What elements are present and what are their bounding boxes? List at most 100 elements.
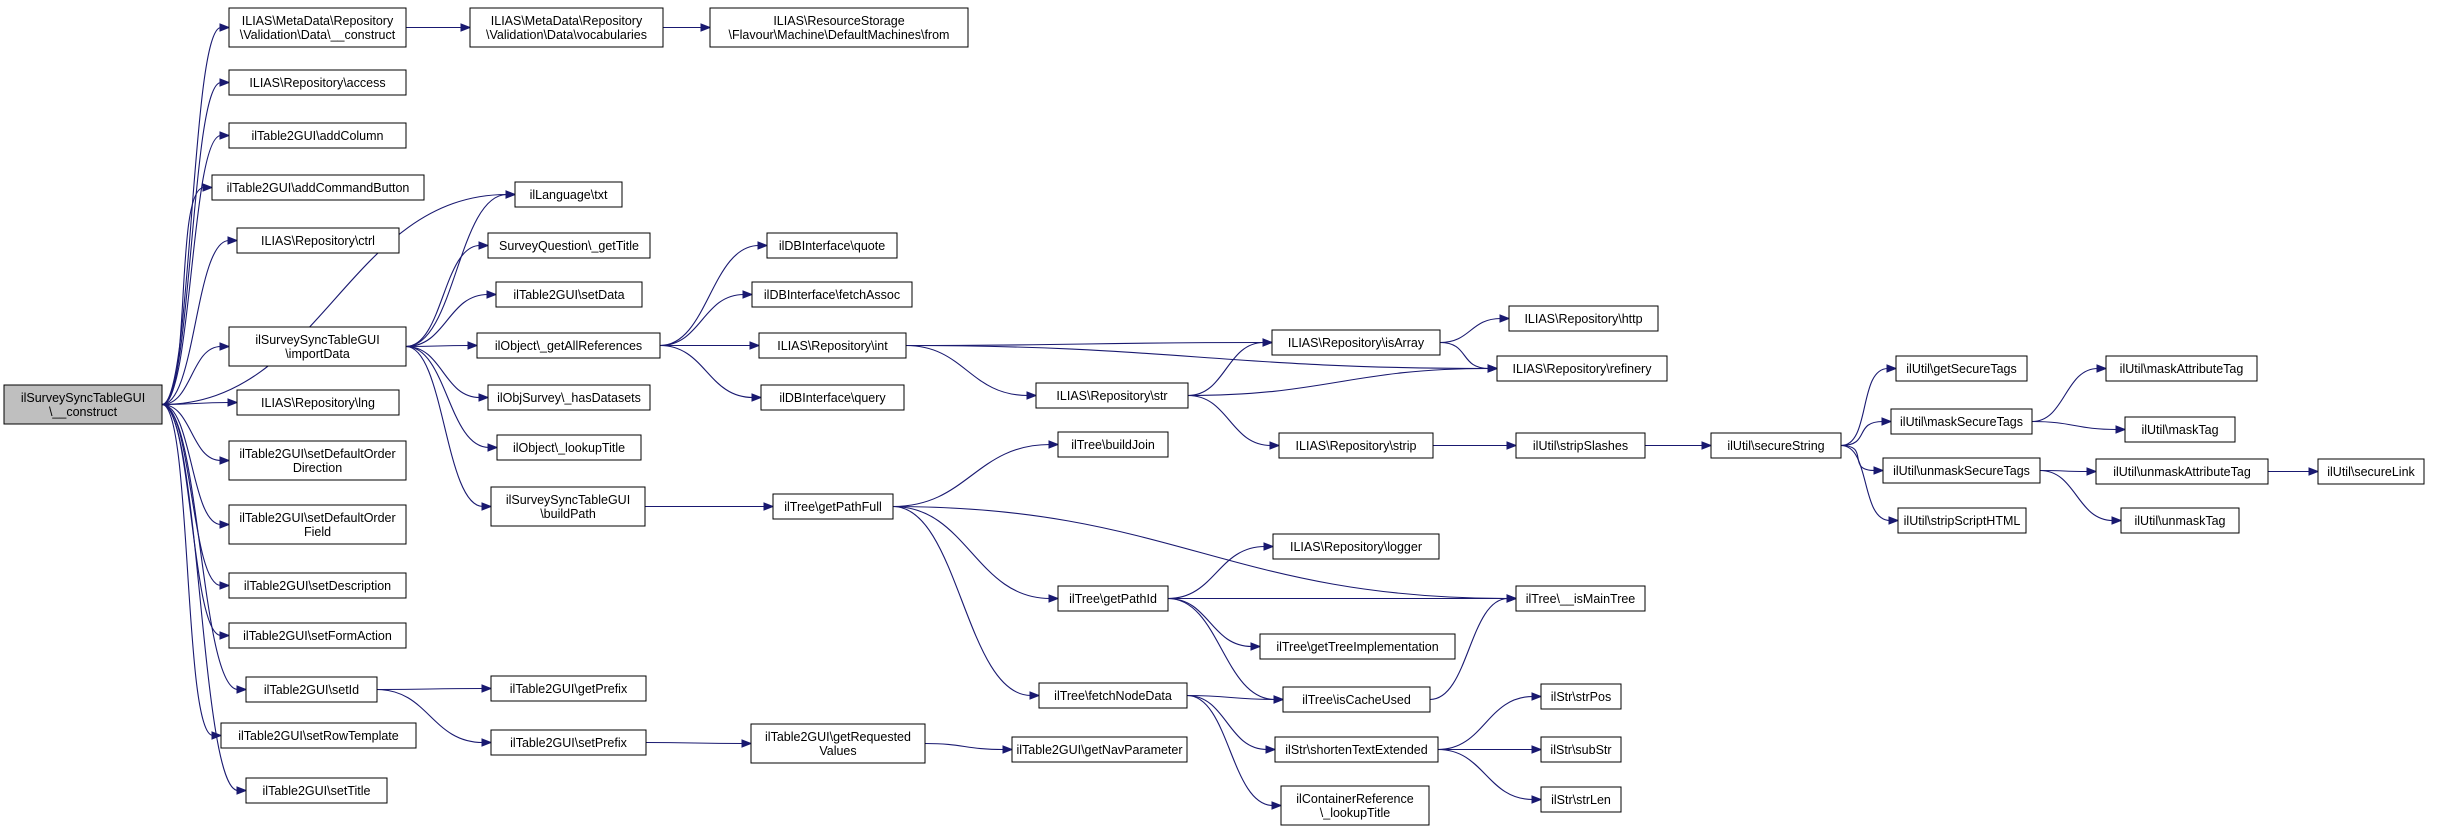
node-getSecureTags[interactable]: ilUtil\getSecureTags — [1895, 355, 2028, 382]
node-hasDatasets[interactable]: ilObjSurvey\_hasDatasets — [487, 384, 651, 411]
node-box[interactable] — [1890, 408, 2033, 435]
node-rsFrom[interactable]: ILIAS\ResourceStorage\Flavour\Machine\De… — [709, 7, 969, 48]
node-maskAttrTag[interactable]: ilUtil\maskAttributeTag — [2105, 355, 2258, 382]
node-setId[interactable]: ilTable2GUI\setId — [245, 676, 378, 703]
node-buildPath[interactable]: ilSurveySyncTableGUI\buildPath — [490, 486, 646, 527]
node-box[interactable] — [487, 384, 651, 411]
node-int[interactable]: ILIAS\Repository\int — [758, 332, 907, 359]
node-getTreeImpl[interactable]: ilTree\getTreeImplementation — [1259, 633, 1456, 660]
node-box[interactable] — [1540, 683, 1622, 710]
node-mdVocab[interactable]: ILIAS\MetaData\Repository\Validation\Dat… — [469, 7, 664, 48]
node-box[interactable] — [469, 7, 664, 48]
node-box[interactable] — [1057, 431, 1169, 458]
node-secureLink[interactable]: ilUtil\secureLink — [2317, 458, 2425, 485]
node-box[interactable] — [1259, 633, 1456, 660]
node-box[interactable] — [487, 232, 651, 259]
node-box[interactable] — [1280, 785, 1430, 826]
node-box[interactable] — [490, 486, 646, 527]
node-http[interactable]: ILIAS\Repository\http — [1508, 305, 1659, 332]
node-setData[interactable]: ilTable2GUI\setData — [495, 281, 643, 308]
node-ctrl[interactable]: ILIAS\Repository\ctrl — [236, 227, 400, 254]
node-box[interactable] — [2105, 355, 2258, 382]
node-unmaskAttrTag[interactable]: ilUtil\unmaskAttributeTag — [2095, 458, 2269, 485]
node-box[interactable] — [228, 326, 407, 367]
node-buildJoin[interactable]: ilTree\buildJoin — [1057, 431, 1169, 458]
node-box[interactable] — [220, 722, 417, 749]
node-box[interactable] — [236, 389, 400, 416]
node-box[interactable] — [236, 227, 400, 254]
node-box[interactable] — [1271, 329, 1441, 356]
node-refinery[interactable]: ILIAS\Repository\refinery — [1496, 355, 1668, 382]
node-stripScriptHTML[interactable]: ilUtil\stripScriptHTML — [1897, 507, 2027, 534]
node-box[interactable] — [476, 332, 661, 359]
node-box[interactable] — [495, 281, 643, 308]
node-box[interactable] — [1897, 507, 2027, 534]
node-box[interactable] — [3, 384, 163, 425]
node-box[interactable] — [1540, 786, 1622, 813]
node-addCmd[interactable]: ilTable2GUI\addCommandButton — [211, 174, 425, 201]
node-str[interactable]: ILIAS\Repository\str — [1035, 382, 1189, 409]
node-box[interactable] — [1540, 736, 1622, 763]
node-query[interactable]: ilDBInterface\query — [760, 384, 905, 411]
node-stripSlashes[interactable]: ilUtil\stripSlashes — [1515, 432, 1646, 459]
node-box[interactable] — [766, 232, 898, 259]
node-getPrefix[interactable]: ilTable2GUI\getPrefix — [490, 675, 647, 702]
node-secureString[interactable]: ilUtil\secureString — [1710, 432, 1842, 459]
node-mdConstruct[interactable]: ILIAS\MetaData\Repository\Validation\Dat… — [228, 7, 407, 48]
node-box[interactable] — [751, 281, 913, 308]
node-shortenText[interactable]: ilStr\shortenTextExtended — [1274, 736, 1439, 763]
node-box[interactable] — [1282, 686, 1431, 713]
node-box[interactable] — [709, 7, 969, 48]
node-box[interactable] — [211, 174, 425, 201]
node-isCacheUsed[interactable]: ilTree\isCacheUsed — [1282, 686, 1431, 713]
node-fetchNodeData[interactable]: ilTree\fetchNodeData — [1038, 682, 1188, 709]
node-sqGetTitle[interactable]: SurveyQuestion\_getTitle — [487, 232, 651, 259]
node-root[interactable]: ilSurveySyncTableGUI\__construct — [3, 384, 163, 425]
node-box[interactable] — [750, 723, 926, 764]
node-subStr[interactable]: ilStr\subStr — [1540, 736, 1622, 763]
node-setFormAction[interactable]: ilTable2GUI\setFormAction — [228, 622, 407, 649]
node-maskTag[interactable]: ilUtil\maskTag — [2124, 416, 2236, 443]
node-box[interactable] — [245, 777, 388, 804]
node-box[interactable] — [1508, 305, 1659, 332]
node-logger[interactable]: ILIAS\Repository\logger — [1272, 533, 1440, 560]
node-strip[interactable]: ILIAS\Repository\strip — [1278, 432, 1434, 459]
node-box[interactable] — [1895, 355, 2028, 382]
node-box[interactable] — [1515, 585, 1646, 612]
node-unmaskSecureTags[interactable]: ilUtil\unmaskSecureTags — [1882, 457, 2041, 484]
node-box[interactable] — [1011, 736, 1188, 763]
node-box[interactable] — [1710, 432, 1842, 459]
node-maskSecureTags[interactable]: ilUtil\maskSecureTags — [1890, 408, 2033, 435]
node-box[interactable] — [2124, 416, 2236, 443]
node-setTitle[interactable]: ilTable2GUI\setTitle — [245, 777, 388, 804]
node-isMainTree[interactable]: ilTree\__isMainTree — [1515, 585, 1646, 612]
node-unmaskTag[interactable]: ilUtil\unmaskTag — [2120, 507, 2240, 534]
node-quote[interactable]: ilDBInterface\quote — [766, 232, 898, 259]
node-strLen[interactable]: ilStr\strLen — [1540, 786, 1622, 813]
node-setDesc[interactable]: ilTable2GUI\setDescription — [228, 572, 407, 599]
node-box[interactable] — [228, 69, 407, 96]
node-setRowTpl[interactable]: ilTable2GUI\setRowTemplate — [220, 722, 417, 749]
node-getPathFull[interactable]: ilTree\getPathFull — [772, 493, 894, 520]
node-getAllRefs[interactable]: ilObject\_getAllReferences — [476, 332, 661, 359]
node-box[interactable] — [760, 384, 905, 411]
node-getNavParam[interactable]: ilTable2GUI\getNavParameter — [1011, 736, 1188, 763]
node-importData[interactable]: ilSurveySyncTableGUI\importData — [228, 326, 407, 367]
node-txt[interactable]: ilLanguage\txt — [514, 181, 623, 208]
node-box[interactable] — [1057, 585, 1169, 612]
node-getPathId[interactable]: ilTree\getPathId — [1057, 585, 1169, 612]
node-box[interactable] — [1035, 382, 1189, 409]
node-box[interactable] — [758, 332, 907, 359]
node-box[interactable] — [1496, 355, 1668, 382]
node-box[interactable] — [228, 122, 407, 149]
node-addColumn[interactable]: ilTable2GUI\addColumn — [228, 122, 407, 149]
node-box[interactable] — [490, 729, 647, 756]
node-box[interactable] — [228, 504, 407, 545]
node-box[interactable] — [228, 622, 407, 649]
node-isArray[interactable]: ILIAS\Repository\isArray — [1271, 329, 1441, 356]
node-lookupTitle[interactable]: ilObject\_lookupTitle — [496, 434, 642, 461]
node-box[interactable] — [1038, 682, 1188, 709]
